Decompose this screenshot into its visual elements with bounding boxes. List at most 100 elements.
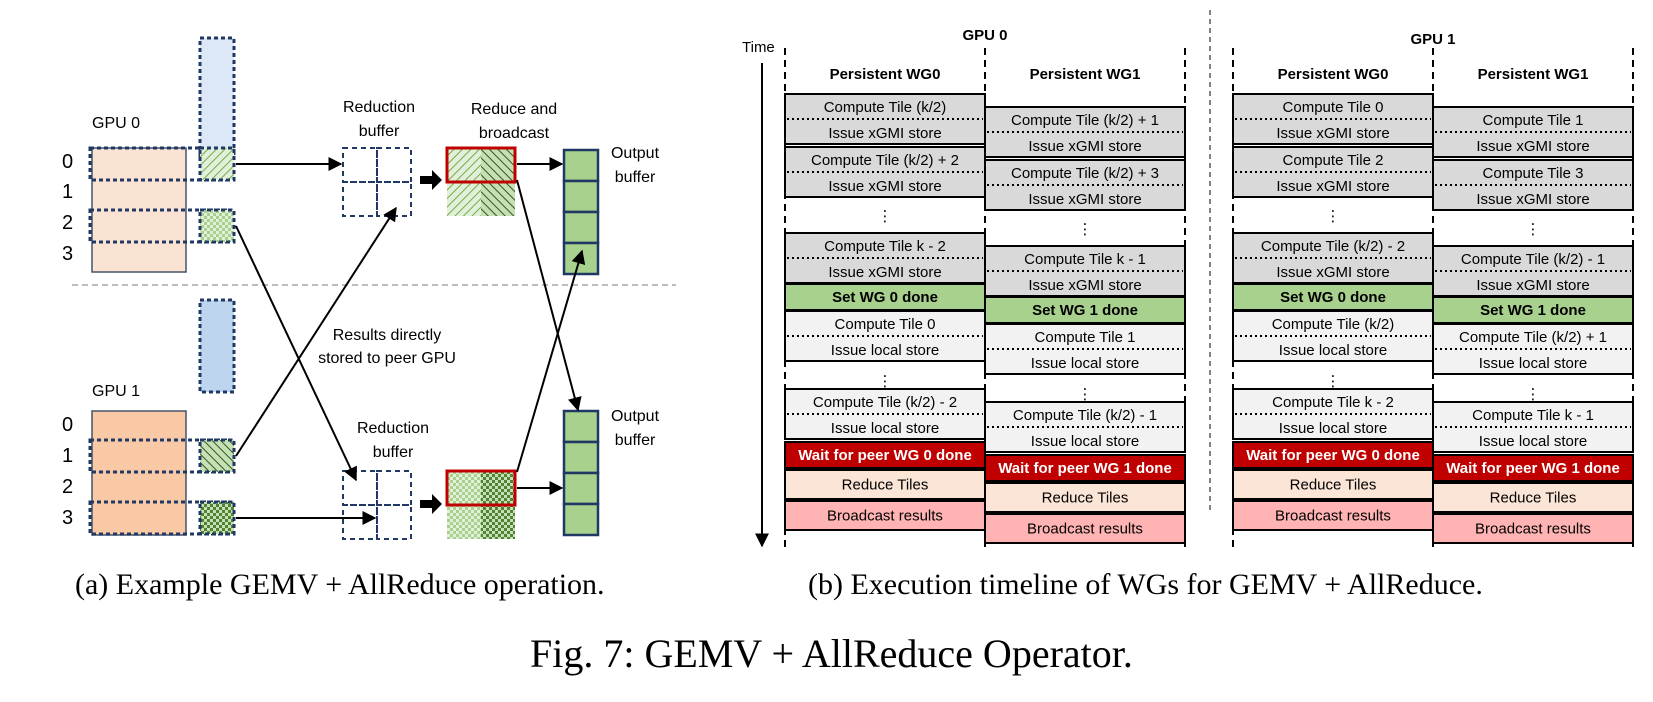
gpu1-wg1-block-1-store-text: Issue xGMI store [1476, 191, 1589, 208]
gpu1-wg0-block-3-store-text: Issue local store [1279, 342, 1387, 359]
gpu1-row-label-1: 1 [62, 445, 73, 467]
gpu1-wg1-wait-text: Wait for peer WG 1 done [1446, 460, 1620, 477]
gpu1-wg1-done-text: Set WG 1 done [1480, 302, 1586, 319]
gpu0-row-label-2: 2 [62, 212, 73, 234]
gpu0-wg0-broadcast [784, 500, 986, 531]
gpu1-wg1-block-0-store-text: Issue xGMI store [1476, 138, 1589, 155]
gpu0-wg1-block-1-store-text: Issue xGMI store [1028, 191, 1141, 208]
gpu1-wg0-block-0-store-text: Issue xGMI store [1276, 125, 1389, 142]
gpu1-wg1-broadcast [1432, 513, 1634, 544]
reduce-broadcast-bottom [445, 469, 517, 539]
output-buffer-top-label-2: buffer [615, 169, 656, 186]
gpu1-wg0-wait [1232, 441, 1434, 469]
gpu0-wg0-done [784, 283, 986, 311]
reduce-broadcast-label-2: broadcast [479, 125, 550, 142]
gpu1-wg1-wait [1432, 454, 1634, 482]
gpu0-wg0-block-1-compute-text: Compute Tile (k/2) + 2 [811, 152, 959, 169]
reduction-buffer-top [342, 147, 412, 217]
gpu1-wg0-broadcast-text: Broadcast results [1275, 508, 1391, 525]
gpu0-wg0-wait-text: Wait for peer WG 0 done [798, 447, 972, 464]
gpu0-wg0-block-2-compute-text: Compute Tile k - 2 [824, 238, 946, 255]
gpu1-wg1-block-2-store-text: Issue xGMI store [1476, 277, 1589, 294]
gpu1-wg1-block-2-compute-text: Compute Tile (k/2) - 1 [1461, 251, 1605, 268]
gpu1-wg1-block-1-compute-text: Compute Tile 3 [1483, 165, 1584, 182]
gpu0-wg0-reduce [784, 469, 986, 500]
gpu0-wg1-block-4-compute-text: Compute Tile (k/2) - 1 [1013, 407, 1157, 424]
gpu1-row-label-3: 3 [62, 507, 73, 529]
gpu1-wg0-ellipsis-1: ⋮ [1326, 208, 1341, 225]
gpu0-wg0-block-4-compute-text: Compute Tile (k/2) - 2 [813, 394, 957, 411]
gpu0-row-label-1: 1 [62, 181, 73, 203]
gpu0-wg1-block-0-compute-text: Compute Tile (k/2) + 1 [1011, 112, 1159, 129]
reduce-broadcast-label-1: Reduce and [471, 101, 557, 118]
reduction-buffer-bottom [342, 470, 412, 540]
data-flow-arrows [235, 157, 586, 525]
gpu1-wg1-ellipsis-2: ⋮ [1526, 386, 1541, 403]
gpu1-wg0-block-1-store-text: Issue xGMI store [1276, 178, 1389, 195]
gpu0-wg0-block-3-compute-text: Compute Tile 0 [835, 316, 936, 333]
gpu1-wg0-block-4-store-text: Issue local store [1279, 420, 1387, 437]
gpu0-wg0-block-4-store-text: Issue local store [831, 420, 939, 437]
gpu1-partial-result-1 [198, 438, 236, 474]
gpu1-wg0-ellipsis-2: ⋮ [1326, 373, 1341, 390]
gpu0-wg0-reduce-text: Reduce Tiles [842, 477, 929, 494]
reduction-buffer-top-label-1: Reduction [343, 99, 415, 116]
gpu0-wg0-done-text: Set WG 0 done [832, 289, 938, 306]
gpu0-wg1-block-0-store-text: Issue xGMI store [1028, 138, 1141, 155]
gpu0-label: GPU 0 [92, 115, 140, 132]
gpu0-wg1-broadcast [984, 513, 1186, 544]
gpu1-wg1-block-0-compute-text: Compute Tile 1 [1483, 112, 1584, 129]
peer-note-line-1: Results directly [333, 327, 441, 344]
output-buffer-bottom-label-1: Output [611, 408, 660, 425]
gpu1-wg1-block-0 [1432, 106, 1634, 158]
gpu0-wg1-block-2-compute-text: Compute Tile k - 1 [1024, 251, 1146, 268]
gpu0-wg1-block-3-compute-text: Compute Tile 1 [1035, 329, 1136, 346]
gpu1-wg1-ellipsis-1: ⋮ [1526, 221, 1541, 238]
gpu0-wg0-header: Persistent WG0 [830, 66, 941, 83]
gpu0-row-labels: 0 1 2 3 [62, 151, 73, 265]
gpu0-wg1-reduce [984, 482, 1186, 513]
gpu1-wg0-reduce [1232, 469, 1434, 500]
gpu0-wg0-block-2-store-text: Issue xGMI store [828, 264, 941, 281]
block-arrow-bottom [420, 494, 442, 514]
gpu1-wg1-block-3-store-text: Issue local store [1479, 355, 1587, 372]
gpu0-row-label-3: 3 [62, 243, 73, 265]
gpu0-wg0-block-0-store-text: Issue xGMI store [828, 125, 941, 142]
reduction-buffer-top-label-2: buffer [359, 123, 400, 140]
gpu0-input-vector [198, 36, 236, 160]
gpu1-wg1-block-3-compute-text: Compute Tile (k/2) + 1 [1459, 329, 1607, 346]
gpu0-wg0-ellipsis-1: ⋮ [878, 208, 893, 225]
gpu0-wg1-wait [984, 454, 1186, 482]
gpu0-wg0-block-3-store-text: Issue local store [831, 342, 939, 359]
gpu0-wg1-reduce-text: Reduce Tiles [1042, 490, 1129, 507]
output-buffer-bottom [562, 409, 600, 537]
reduce-broadcast-top [445, 146, 517, 216]
figure-caption: Fig. 7: GEMV + AllReduce Operator. [530, 631, 1133, 676]
gpu0-wg1-block-3-store-text: Issue local store [1031, 355, 1139, 372]
caption-a: (a) Example GEMV + AllReduce operation. [75, 568, 605, 601]
gpu1-wg0-wait-text: Wait for peer WG 0 done [1246, 447, 1420, 464]
gpu1-wg0-reduce-text: Reduce Tiles [1290, 477, 1377, 494]
gpu1-wg1-block-4-compute-text: Compute Tile k - 1 [1472, 407, 1594, 424]
gpu0-row-label-0: 0 [62, 151, 73, 173]
gpu1-wg0-block-3-compute-text: Compute Tile (k/2) [1272, 316, 1395, 333]
gpu0-timeline-title: GPU 0 [962, 27, 1007, 44]
gpu0-wg1-block-4-store-text: Issue local store [1031, 433, 1139, 450]
gpu0-wg0-wait [784, 441, 986, 469]
gpu1-row-label-2: 2 [62, 476, 73, 498]
gpu1-wg0-block-2-store-text: Issue xGMI store [1276, 264, 1389, 281]
gpu0-partial-result-0 [198, 146, 236, 182]
gpu1-wg0-block-1-compute-text: Compute Tile 2 [1283, 152, 1384, 169]
gpu1-wg1-reduce-text: Reduce Tiles [1490, 490, 1577, 507]
gpu1-timeline-title: GPU 1 [1410, 31, 1455, 48]
gpu0-wg1-block-1-compute-text: Compute Tile (k/2) + 3 [1011, 165, 1159, 182]
gpu1-wg0-header: Persistent WG0 [1278, 66, 1389, 83]
gpu0-wg0-block-0-compute-text: Compute Tile (k/2) [824, 99, 947, 116]
caption-b: (b) Execution timeline of WGs for GEMV +… [808, 568, 1483, 601]
